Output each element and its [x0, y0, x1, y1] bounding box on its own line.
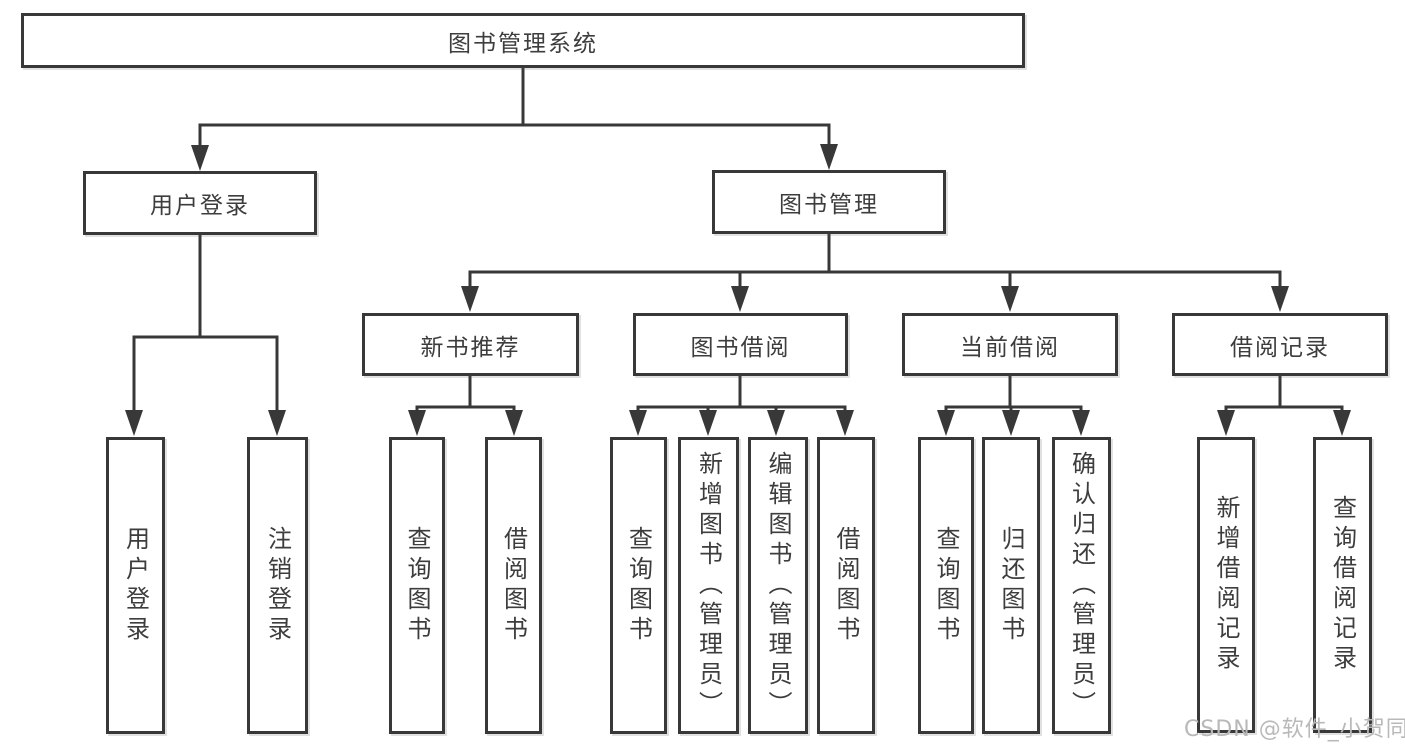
- leaf-return-books-label: 归还图书: [997, 525, 1025, 646]
- arrowheads: [125, 144, 1351, 436]
- leaf-logout: 注销登录: [247, 437, 308, 734]
- leaf-add-borrow-record-label: 新增借阅记录: [1212, 495, 1240, 675]
- leaf-query-books-current: 查询图书: [918, 437, 974, 734]
- leaf-query-books-recommend-label: 查询图书: [403, 525, 431, 646]
- leaf-return-books: 归还图书: [982, 437, 1040, 734]
- leaf-add-books-admin-label: 新增图书（管理员）: [694, 450, 723, 721]
- node-new-book-recommendation: 新书推荐: [362, 313, 579, 376]
- node-new-book-recommendation-label: 新书推荐: [420, 334, 521, 361]
- leaf-edit-books-admin: 编辑图书（管理员）: [748, 437, 808, 734]
- node-user-login-label: 用户登录: [150, 193, 250, 219]
- node-book-borrowing-label: 图书借阅: [690, 334, 791, 361]
- leaf-query-books-current-label: 查询图书: [932, 525, 960, 646]
- node-book-management-label: 图书管理: [779, 192, 879, 218]
- leaf-confirm-return-admin: 确认归还（管理员）: [1052, 437, 1111, 734]
- leaf-add-books-admin: 新增图书（管理员）: [678, 437, 739, 734]
- leaf-query-borrow-record: 查询借阅记录: [1313, 437, 1372, 733]
- leaf-query-books-recommend: 查询图书: [389, 437, 445, 734]
- leaf-borrow-books-recommend: 借阅图书: [485, 437, 542, 734]
- node-root-label: 图书管理系统: [448, 30, 598, 57]
- leaf-user-login: 用户登录: [106, 437, 165, 734]
- leaf-query-books-borrow-label: 查询图书: [624, 525, 653, 646]
- leaf-logout-label: 注销登录: [263, 525, 292, 646]
- leaf-borrow-books: 借阅图书: [817, 437, 875, 734]
- node-borrowing-records-label: 借阅记录: [1230, 334, 1330, 361]
- node-book-management: 图书管理: [712, 170, 946, 234]
- leaf-user-login-label: 用户登录: [121, 525, 150, 646]
- watermark: CSDN @软件_小贺同学: [1184, 717, 1405, 742]
- node-current-borrowing-label: 当前借阅: [960, 334, 1060, 361]
- node-user-login: 用户登录: [83, 171, 317, 235]
- leaf-query-books-borrow: 查询图书: [610, 437, 667, 734]
- node-current-borrowing: 当前借阅: [902, 313, 1118, 376]
- leaf-add-borrow-record: 新增借阅记录: [1197, 437, 1255, 733]
- leaf-edit-books-admin-label: 编辑图书（管理员）: [764, 450, 792, 721]
- leaf-borrow-books-label: 借阅图书: [832, 525, 860, 646]
- leaf-confirm-return-admin-label: 确认归还（管理员）: [1067, 450, 1096, 721]
- node-book-borrowing: 图书借阅: [633, 313, 848, 376]
- node-root: 图书管理系统: [21, 13, 1025, 68]
- leaf-query-borrow-record-label: 查询借阅记录: [1328, 495, 1357, 675]
- leaf-borrow-books-recommend-label: 借阅图书: [499, 525, 528, 646]
- node-borrowing-records: 借阅记录: [1172, 313, 1388, 376]
